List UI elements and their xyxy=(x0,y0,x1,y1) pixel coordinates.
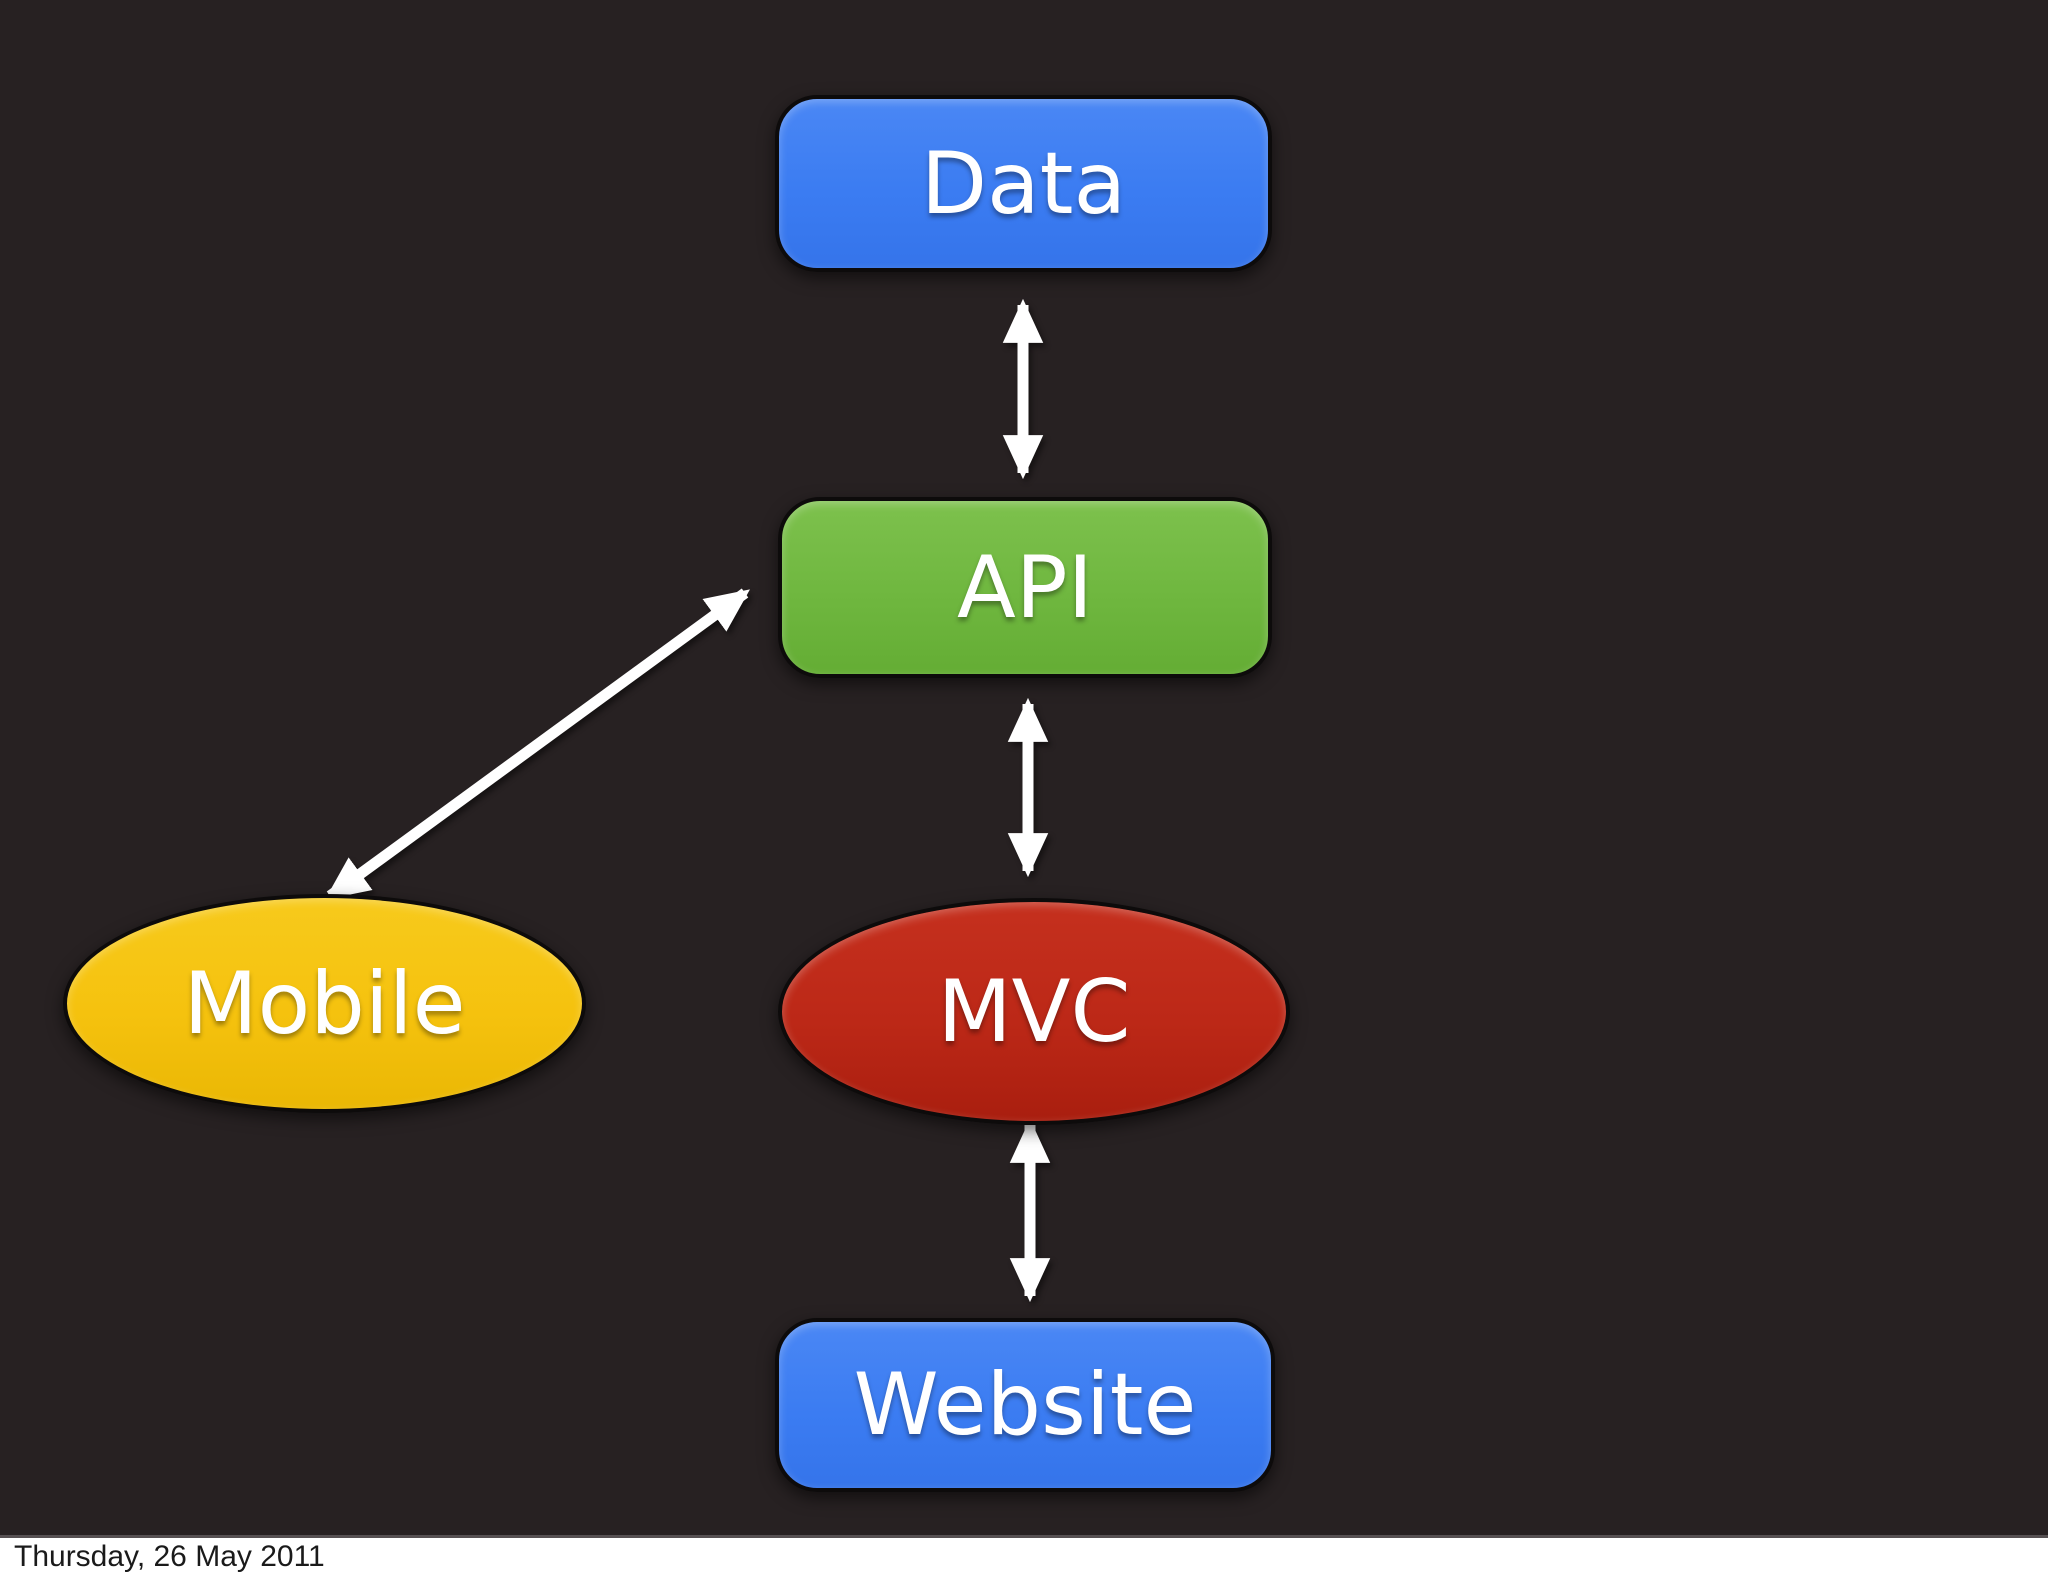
node-mobile: Mobile xyxy=(63,894,586,1113)
node-mobile-label: Mobile xyxy=(183,953,466,1054)
footer-date: Thursday, 26 May 2011 xyxy=(14,1540,325,1573)
edge-mobile-api xyxy=(325,588,750,901)
node-api-label: API xyxy=(956,537,1094,638)
node-mvc: MVC xyxy=(778,898,1290,1125)
node-website-label: Website xyxy=(853,1355,1197,1455)
slide-footer: Thursday, 26 May 2011 xyxy=(0,1535,2048,1576)
node-api: API xyxy=(778,497,1272,678)
node-data: Data xyxy=(775,95,1272,272)
node-website: Website xyxy=(775,1318,1275,1492)
node-data-label: Data xyxy=(920,133,1127,234)
node-mvc-label: MVC xyxy=(937,961,1131,1062)
